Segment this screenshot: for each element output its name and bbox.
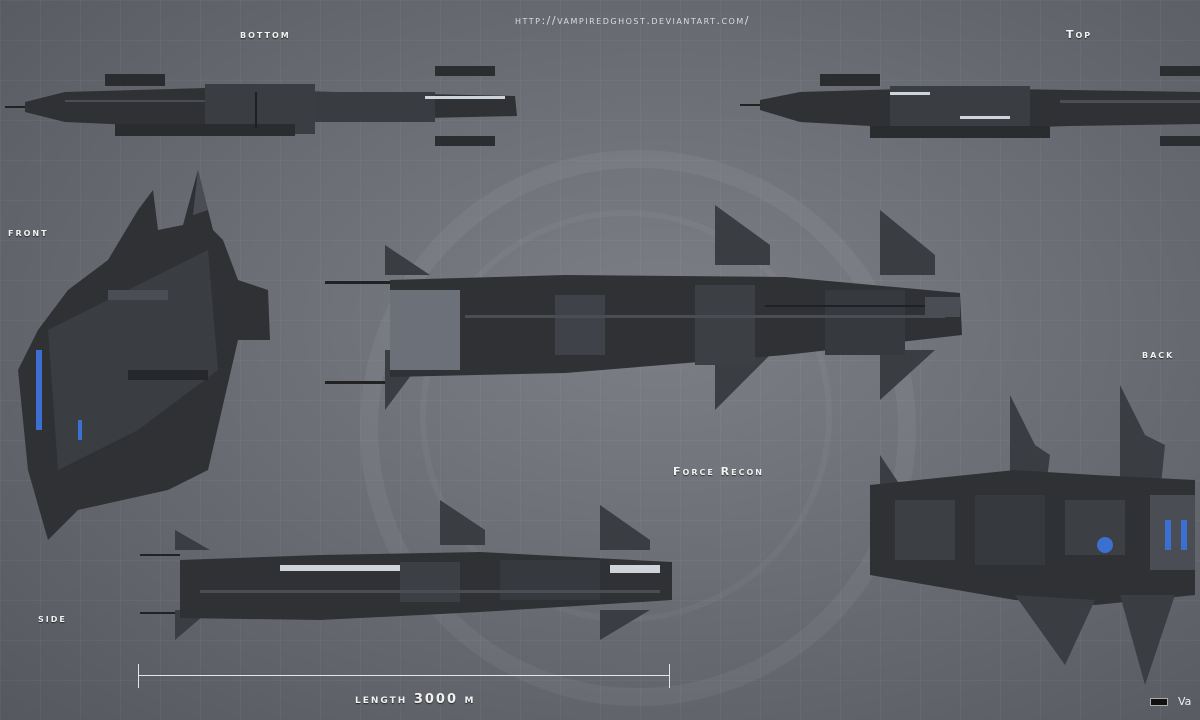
ship-bottom-view — [5, 62, 520, 154]
signature-bar-icon — [1150, 698, 1168, 706]
artist-signature: Va — [1150, 695, 1191, 708]
label-back-view: back — [1142, 348, 1175, 361]
label-bottom-view: bottom — [240, 28, 291, 41]
length-scale-bar — [138, 662, 670, 690]
label-side-view: side — [38, 612, 67, 625]
label-front-view: front — [8, 226, 49, 239]
signature-text: Va — [1178, 695, 1192, 708]
scale-line — [138, 675, 670, 676]
label-top-view: Top — [1066, 28, 1093, 41]
scale-tick-end — [669, 664, 670, 688]
artist-url[interactable]: http://vampiredghost.deviantart.com/ — [515, 14, 750, 27]
ship-main-view — [325, 205, 965, 415]
length-label: length 3000 m — [355, 692, 476, 707]
label-ship-class: Force Recon — [673, 465, 764, 478]
ship-top-view — [740, 62, 1200, 154]
ship-back-view — [865, 385, 1200, 685]
ship-side-view — [140, 500, 675, 650]
scale-tick-start — [138, 664, 139, 688]
ship-front-view — [8, 170, 273, 550]
